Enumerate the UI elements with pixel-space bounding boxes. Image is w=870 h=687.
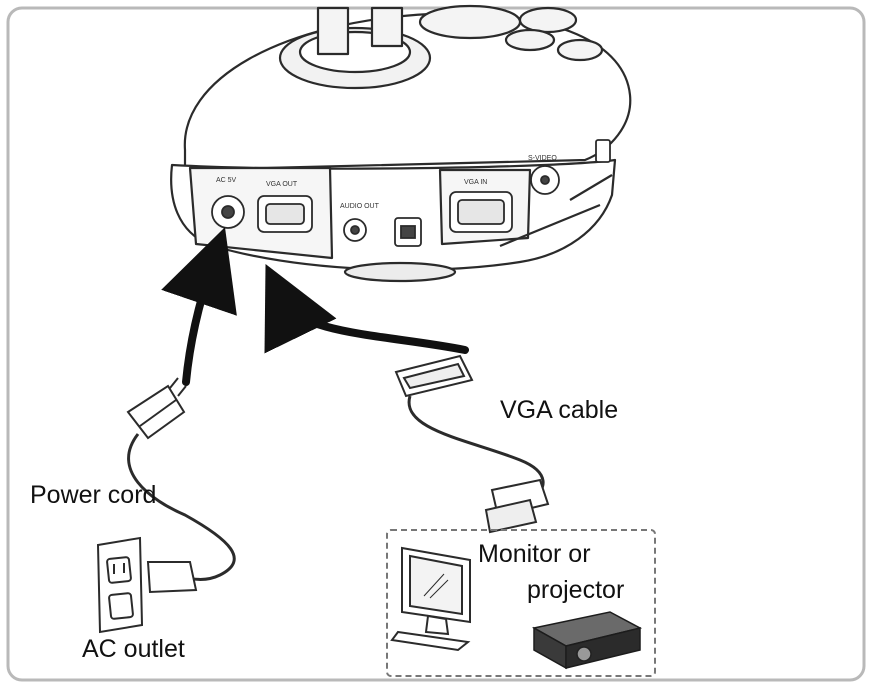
vga-cable-icon <box>394 354 550 534</box>
monitor-icon <box>390 546 471 652</box>
port-label-vga-in: VGA IN <box>464 179 487 186</box>
power-cord-label: Power cord <box>30 481 157 509</box>
vga-cable-label: VGA cable <box>500 396 619 424</box>
ac-outlet-label: AC outlet <box>82 635 185 663</box>
rear-ports <box>211 139 611 247</box>
power-cord-icon <box>126 377 236 594</box>
port-label-audio: AUDIO OUT <box>340 203 380 210</box>
power-arrow <box>161 227 237 386</box>
vga-arrow <box>264 264 469 354</box>
port-label-svideo: S-VIDEO <box>528 155 557 162</box>
port-label-vga-out: VGA OUT <box>266 181 298 188</box>
monitor-label-line1: Monitor or <box>478 540 591 568</box>
wall-outlet-icon <box>96 536 144 634</box>
destination-box <box>386 529 656 677</box>
port-captions: AC 5V VGA OUT AUDIO OUT VGA IN S-VIDEO <box>216 155 557 210</box>
port-label-dc: AC 5V <box>216 177 237 184</box>
projector-icon <box>531 611 643 670</box>
monitor-label-line2: projector <box>527 576 625 604</box>
